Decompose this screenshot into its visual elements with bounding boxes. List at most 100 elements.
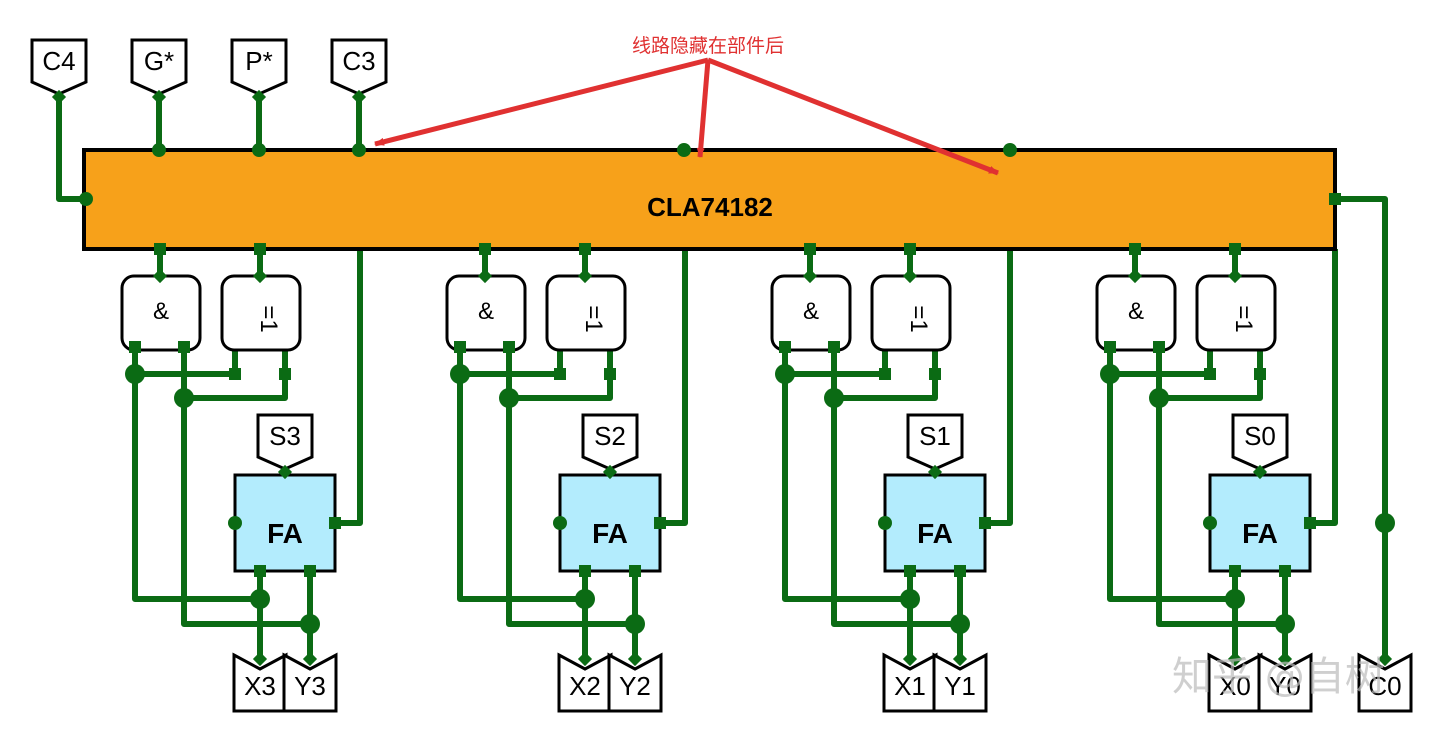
bit2-and-gate-symbol: & <box>478 298 494 325</box>
cla-label: CLA74182 <box>647 192 773 222</box>
bit0-xor-out <box>1227 268 1243 284</box>
bit1-xor-out <box>902 268 918 284</box>
bit2-carry-wire <box>660 249 688 526</box>
bit2-fa-carry-pin <box>654 517 666 529</box>
cla-c4-terminal <box>79 192 93 206</box>
bit3-b-junction <box>300 614 320 634</box>
bit1-y-pin-label: Y1 <box>944 671 976 701</box>
bit0-and-out <box>1127 268 1143 284</box>
bit1-a-junction <box>900 589 920 609</box>
bit2-y-wire <box>506 347 638 659</box>
bit3-and-in-b <box>178 341 190 353</box>
bit2-x-connector <box>577 651 593 667</box>
bit1-x-junction <box>775 364 795 384</box>
bit0-xor-in-a <box>1204 368 1216 380</box>
cla-hidden-terminal <box>677 143 691 157</box>
bit3-x-pin-label: X3 <box>244 671 276 701</box>
watermark: 知乎 @自树 <box>1172 654 1385 700</box>
bit1-x-wire <box>782 347 913 659</box>
bit0-y-pin-label: Y0 <box>1269 671 1301 701</box>
bit2-sum-pin-label: S2 <box>594 421 626 451</box>
bit0-fa-b-pin <box>1279 565 1291 577</box>
bit3-xor-in-a <box>229 368 241 380</box>
bit1-xor-in-a <box>879 368 891 380</box>
bit2-and-in-a <box>454 341 466 353</box>
bit0-and-in-b <box>1153 341 1165 353</box>
bit1-xor-gate-symbol: =1 <box>905 305 932 332</box>
bit0-a-junction <box>1225 589 1245 609</box>
cla-top-terminal <box>352 143 366 157</box>
bit3-xor-gate-symbol: =1 <box>255 305 282 332</box>
bit3-sum-connector <box>277 464 293 480</box>
c0-junction <box>1375 513 1395 533</box>
bit2-fa-a-pin <box>579 565 591 577</box>
bit3-y-connector <box>302 651 318 667</box>
pin-c4-shape <box>30 38 88 96</box>
pin-g-star-label: G* <box>144 46 174 76</box>
bit1-xor-cla-pin <box>904 243 916 255</box>
bit2-x-pin-label: X2 <box>569 671 601 701</box>
bit2-y-pin-label: Y2 <box>619 671 651 701</box>
bit1-fa-label: FA <box>917 518 953 549</box>
bit3-sum-pin-label: S3 <box>269 421 301 451</box>
bit1-sum-pin-label: S1 <box>919 421 951 451</box>
bit2-fa-left-pin <box>553 516 567 530</box>
bit3-fa-a-pin <box>254 565 266 577</box>
pin-c0-connector <box>1377 651 1393 667</box>
bit0-y-connector <box>1277 651 1293 667</box>
bit2-fa-b-pin <box>629 565 641 577</box>
bit3-carry-wire <box>335 249 363 526</box>
bit0-fa-a-pin <box>1229 565 1241 577</box>
bit0-x-wire <box>1107 347 1238 659</box>
bit0-fa-label: FA <box>1242 518 1278 549</box>
pin-p-star-shape <box>230 38 288 96</box>
bit2-sum-connector <box>602 464 618 480</box>
bit0-y-wire <box>1156 347 1288 659</box>
bit3-fa-b-pin <box>304 565 316 577</box>
bit2-x-wire <box>457 347 588 659</box>
bit2-and-cla-pin <box>479 243 491 255</box>
annotation-arrow-left <box>374 57 709 147</box>
bit0-sum-pin-shape <box>1231 413 1289 471</box>
bit0-x-junction <box>1100 364 1120 384</box>
bit0-y-to-xor <box>1159 347 1263 401</box>
bit1-x-connector <box>902 651 918 667</box>
bit2-y-to-xor <box>509 347 613 401</box>
bit1-and-cla-pin <box>804 243 816 255</box>
bit0-y-junction <box>1149 388 1169 408</box>
bit3-y-to-xor <box>184 347 288 401</box>
bit1-and-in-b <box>828 341 840 353</box>
bit3-y-wire <box>181 347 313 659</box>
bit1-b-junction <box>950 614 970 634</box>
bit3-y-pin-shape <box>282 652 338 713</box>
bit2-y-junction <box>499 388 519 408</box>
cla-c0-pin <box>1329 193 1341 205</box>
bit1-fa-carry-pin <box>979 517 991 529</box>
bit2-and-out <box>477 268 493 284</box>
bit2-xor-out <box>577 268 593 284</box>
bit1-xor-in-b <box>929 368 941 380</box>
cla-top-terminal <box>152 143 166 157</box>
bit2-xor-in-a <box>554 368 566 380</box>
bit1-fa-a-pin <box>904 565 916 577</box>
bit3-y-pin-label: Y3 <box>294 671 326 701</box>
bit1-carry-wire <box>985 249 1013 526</box>
overlay <box>51 89 1395 667</box>
bit3-x-connector <box>252 651 268 667</box>
bit0-xor-gate-symbol: =1 <box>1230 305 1257 332</box>
pin-p-star-label: P* <box>245 46 272 76</box>
bit1-fa-left-pin <box>878 516 892 530</box>
bit0-and-gate-symbol: & <box>1128 298 1144 325</box>
bit0-xor-in-b <box>1254 368 1266 380</box>
bit1-fa-b-pin <box>954 565 966 577</box>
bit0-y-pin-shape <box>1257 652 1313 713</box>
bit3-xor-out <box>252 268 268 284</box>
bit1-y-connector <box>952 651 968 667</box>
bit2-b-junction <box>625 614 645 634</box>
bit3-a-junction <box>250 589 270 609</box>
bit2-xor-cla-pin <box>579 243 591 255</box>
bit0-sum-pin-label: S0 <box>1244 421 1276 451</box>
bit3-and-gate-symbol: & <box>153 298 169 325</box>
cla-body <box>82 148 1337 251</box>
